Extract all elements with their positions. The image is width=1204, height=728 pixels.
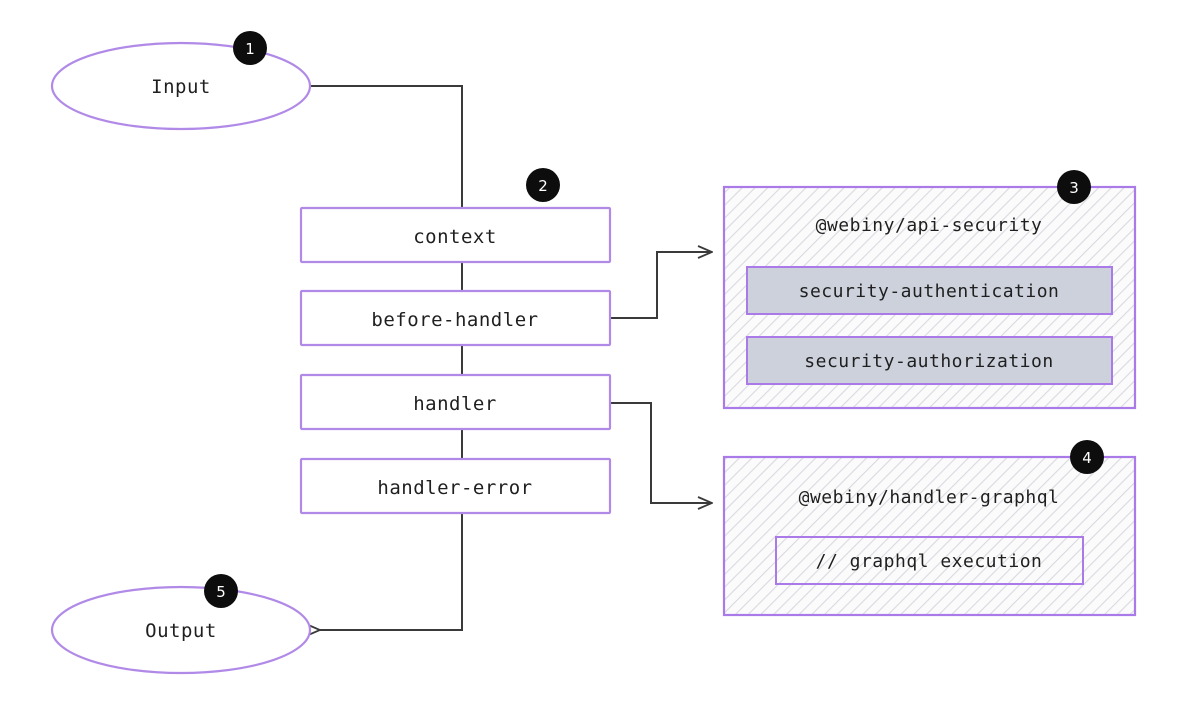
security-authentication-box [746,266,1113,315]
badge-input: 1 [233,31,267,65]
node-handler-error[interactable]: handler-error [299,457,612,515]
context-box [299,206,612,264]
connector-pipeline-to-output [320,513,463,630]
security-authorization-box [746,336,1113,385]
node-before-handler[interactable]: before-handler [299,289,612,347]
output-ellipse [50,585,312,675]
context-label: context [413,226,497,248]
connector-handler-to-handler-graphql [610,402,712,503]
node-output[interactable]: Output [50,585,312,675]
graphql-execution-box [775,536,1084,585]
before-handler-box [299,289,612,347]
badge-handler-graphql-number: 4 [1082,449,1092,467]
api-security-title: @webiny/api-security [816,215,1043,236]
badge-output: 5 [204,574,238,608]
connector-layer [310,85,712,630]
item-graphql-execution[interactable]: // graphql execution [775,536,1084,585]
node-input[interactable]: Input [50,41,312,131]
input-ellipse [50,41,312,131]
handler-box [299,373,612,431]
connector-before-handler-to-api-security [610,252,712,319]
item-security-authorization[interactable]: security-authorization [746,336,1113,385]
before-handler-label: before-handler [371,309,538,331]
badge-pipeline: 2 [526,168,560,202]
item-security-authentication[interactable]: security-authentication [746,266,1113,315]
security-authentication-label: security-authentication [799,281,1060,302]
node-context[interactable]: context [299,206,612,264]
badge-circle [526,168,560,202]
badge-pipeline-number: 2 [538,177,548,195]
badge-circle [1070,440,1104,474]
input-label: Input [151,76,211,98]
handler-error-box [299,457,612,515]
badge-circle [204,574,238,608]
badge-output-number: 5 [216,583,226,601]
badge-circle [1057,170,1091,204]
handler-error-label: handler-error [377,477,532,499]
handler-label: handler [413,393,497,415]
node-handler[interactable]: handler [299,373,612,431]
graphql-execution-label: // graphql execution [816,551,1043,572]
security-authorization-label: security-authorization [804,351,1053,372]
badge-api-security: 3 [1057,170,1091,204]
badge-input-number: 1 [245,40,255,58]
panel-api-security[interactable]: @webiny/api-security security-authentica… [722,185,1137,410]
output-label: Output [145,620,217,642]
badge-handler-graphql: 4 [1070,440,1104,474]
badge-api-security-number: 3 [1069,179,1079,197]
panel-handler-graphql[interactable]: @webiny/handler-graphql // graphql execu… [722,455,1137,617]
handler-graphql-title: @webiny/handler-graphql [799,487,1060,508]
badge-circle [233,31,267,65]
connector-input-to-pipeline [310,85,463,208]
